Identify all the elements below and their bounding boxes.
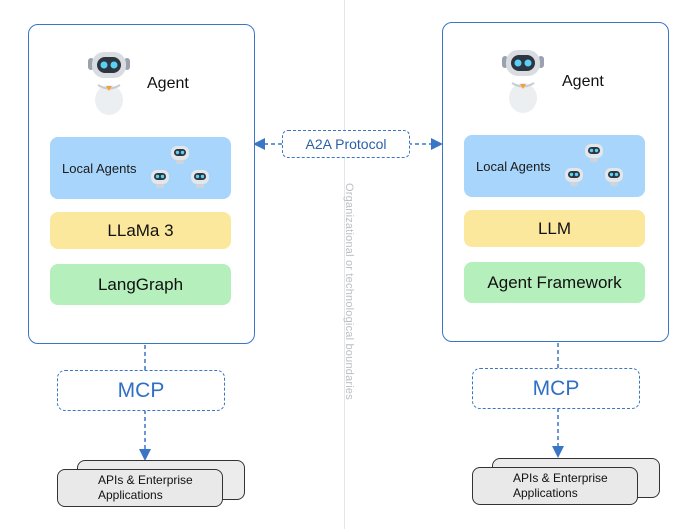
right-local-agents-box: Local Agents [464,135,645,197]
right-local-agents-label: Local Agents [476,159,551,174]
boundary-divider [344,0,345,529]
right-framework-box: Agent Framework [464,262,645,303]
left-apis-line1: APIs & Enterprise [98,473,193,487]
mini-robot-icon [605,168,623,186]
right-model-box: LLM [464,210,645,247]
left-local-agents-label: Local Agents [62,161,137,176]
mini-robot-icon [191,170,209,188]
left-local-agents-box: Local Agents [50,137,231,199]
left-mcp-box: MCP [57,370,225,411]
right-apis-line1: APIs & Enterprise [513,471,608,485]
left-agent-title: Agent [147,75,189,92]
right-apis-line2: Applications [513,486,578,500]
left-model-box: LLaMa 3 [50,212,231,249]
mini-robot-icon [171,146,189,164]
right-agent-title: Agent [562,73,604,90]
mini-robot-icon [565,168,583,186]
left-apis-card: APIs & Enterprise Applications [57,469,223,507]
mini-robot-icon [151,170,169,188]
right-apis-card: APIs & Enterprise Applications [472,467,638,505]
robot-icon [88,52,130,115]
right-mcp-box: MCP [472,368,640,409]
robot-icon [502,50,544,113]
left-framework-box: LangGraph [50,264,231,305]
left-apis-line2: Applications [98,488,163,502]
a2a-protocol-label: A2A Protocol [282,130,410,158]
mini-robot-icon [585,144,603,162]
